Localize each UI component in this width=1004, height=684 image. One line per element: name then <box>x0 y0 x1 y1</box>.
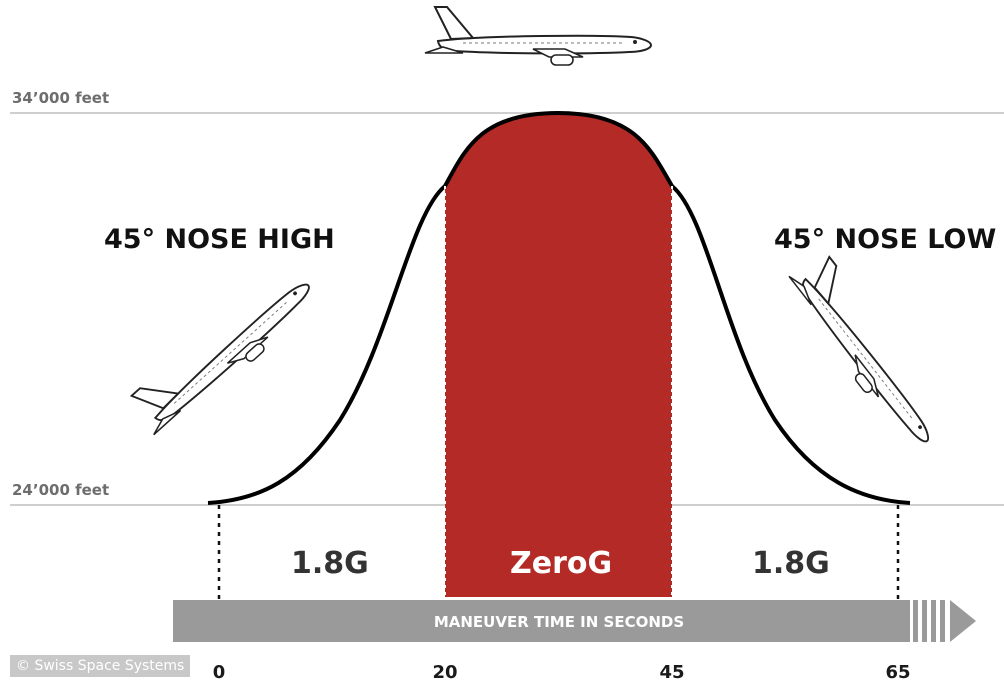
nose-low-label: 45° NOSE LOW <box>774 224 996 255</box>
time-bar: MANEUVER TIME IN SECONDS <box>173 600 976 642</box>
airplane-climb-icon <box>123 257 322 445</box>
time-bar-label: MANEUVER TIME IN SECONDS <box>434 613 684 631</box>
airplane-level-icon <box>424 6 652 66</box>
zero-g-region <box>445 113 672 597</box>
phase-label-recovery: 1.8G <box>752 546 830 581</box>
airplane-dive-icon <box>779 248 957 454</box>
tick-20: 20 <box>432 662 457 683</box>
tick-65: 65 <box>885 662 910 683</box>
parabola-curve <box>207 110 911 505</box>
altitude-label-bottom: 24’000 feet <box>12 481 109 499</box>
nose-high-label: 45° NOSE HIGH <box>104 224 335 255</box>
tick-0: 0 <box>213 662 226 683</box>
arrow-right-icon <box>950 600 976 642</box>
phase-label-climb: 1.8G <box>291 546 369 581</box>
phase-label-zero-g: ZeroG <box>510 546 612 581</box>
tick-45: 45 <box>659 662 684 683</box>
copyright-credit: © Swiss Space Systems <box>10 655 191 677</box>
altitude-label-top: 34’000 feet <box>12 89 109 107</box>
